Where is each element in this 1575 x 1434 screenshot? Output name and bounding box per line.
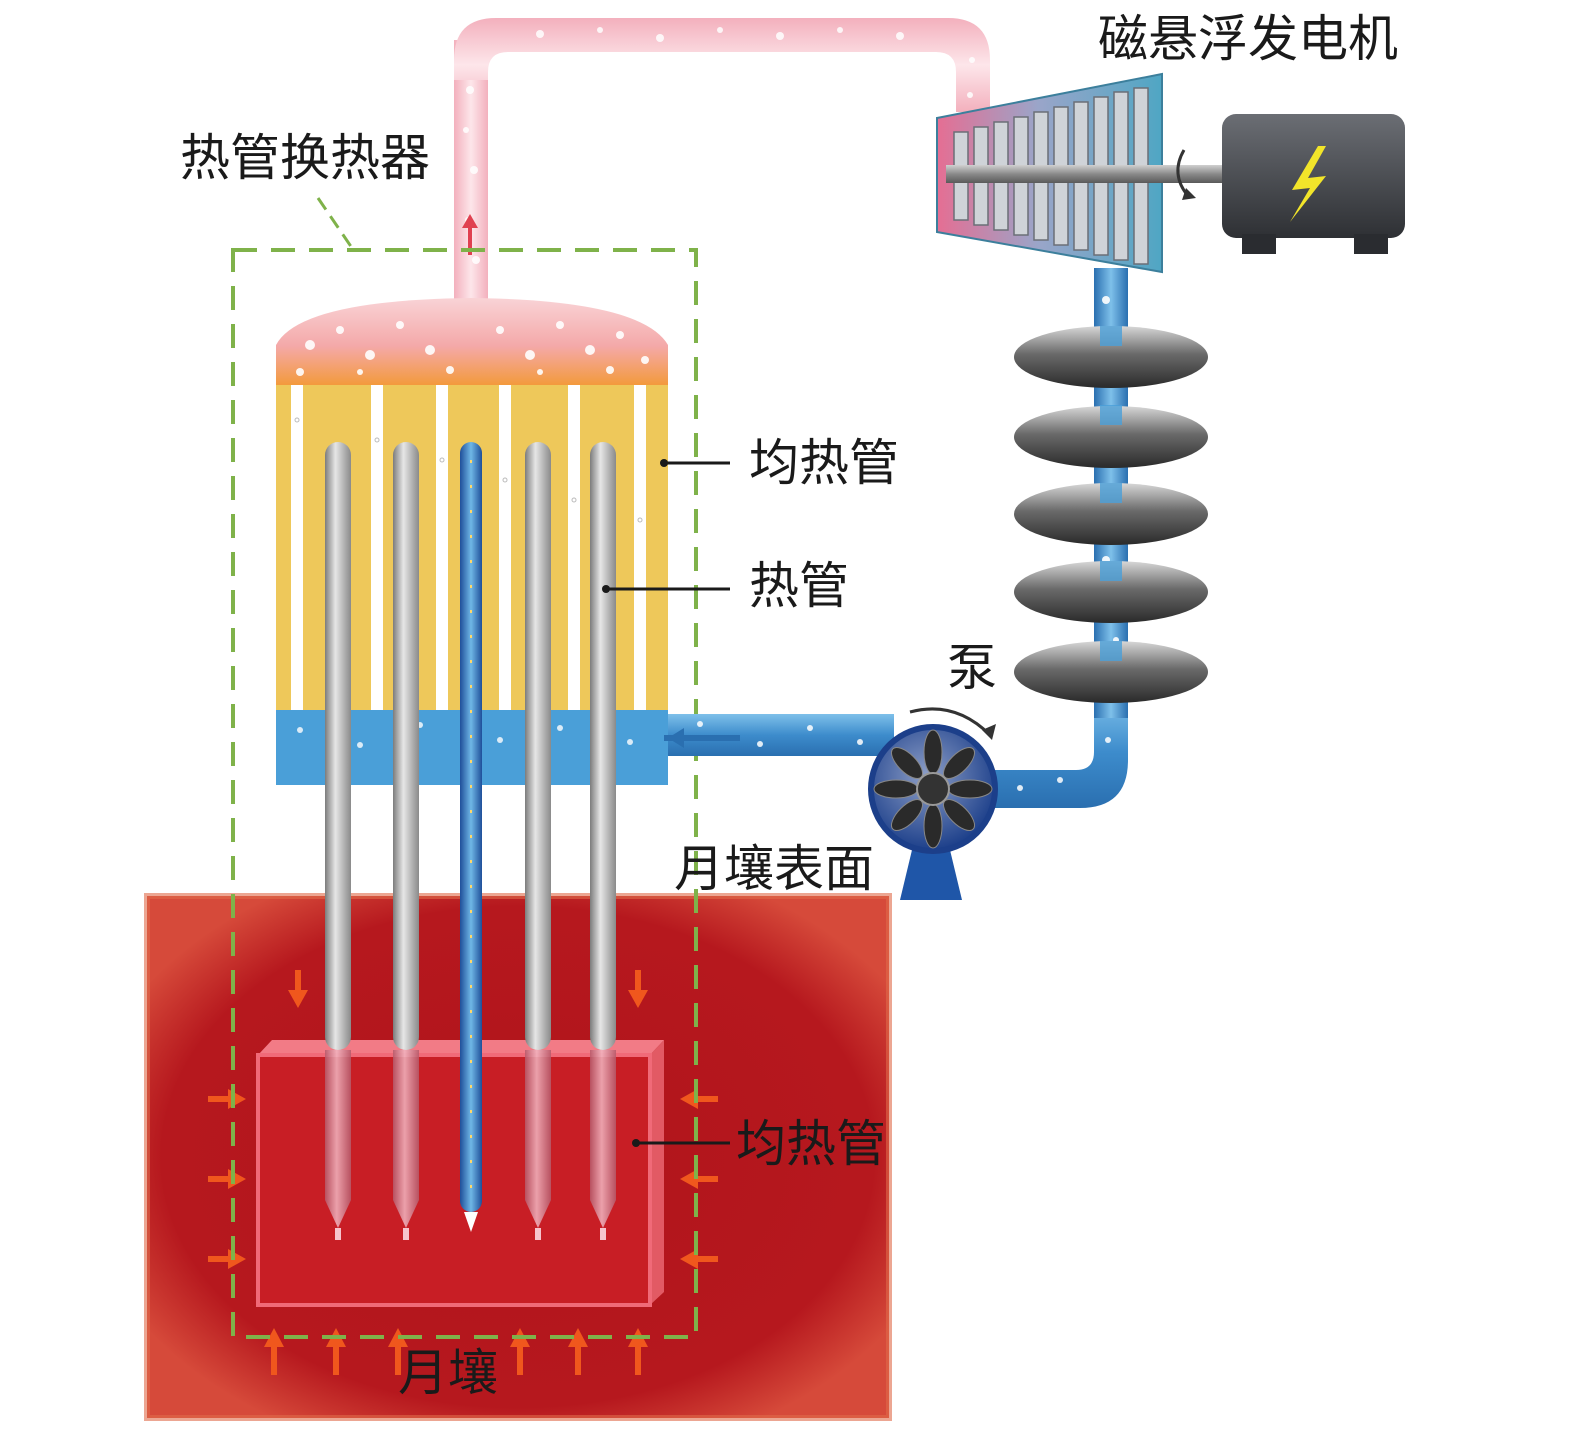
lower-vapor-chamber	[256, 1040, 664, 1307]
label-pump: 泵	[947, 639, 997, 697]
heat-pipes	[325, 442, 616, 1240]
vapor-pipe	[454, 18, 990, 302]
label-maglev-generator: 磁悬浮发电机	[1098, 10, 1398, 68]
exchanger-boundary	[231, 248, 698, 1339]
flow-arrow-icon	[264, 1328, 284, 1375]
dome-bubbles	[296, 321, 649, 376]
pump	[868, 707, 998, 900]
label-vapor-chamber-upper: 均热管	[749, 434, 899, 492]
regolith-border-glow	[144, 893, 892, 1421]
radiator-discs	[1014, 326, 1208, 703]
label-heat-pipe: 热管	[749, 557, 849, 615]
header-slots	[291, 385, 646, 710]
label-vapor-chamber-lower: 均热管	[736, 1115, 886, 1173]
leader-lines	[606, 461, 730, 1145]
coolant-return-pipe	[664, 696, 1128, 808]
generator	[1222, 114, 1405, 254]
flow-arrow-icon	[628, 970, 648, 1008]
central-heat-pipe	[460, 442, 482, 1232]
exchanger-dome	[276, 298, 668, 385]
flow-arrow-icon	[680, 1169, 718, 1189]
flow-arrow-icon	[680, 1249, 718, 1269]
label-regolith: 月壤	[398, 1344, 498, 1402]
flow-arrow-icon	[680, 1089, 718, 1109]
turbine	[936, 72, 1226, 274]
flow-arrow-icon	[568, 1328, 588, 1375]
label-lunar-surface: 月壤表面	[674, 840, 874, 898]
slot-droplets	[294, 417, 643, 523]
exchanger-leader	[316, 197, 354, 249]
flow-arrow-icon	[288, 970, 308, 1008]
label-heat-pipe-exchanger: 热管换热器	[180, 129, 430, 187]
lightning-bolt-icon	[1290, 146, 1326, 222]
